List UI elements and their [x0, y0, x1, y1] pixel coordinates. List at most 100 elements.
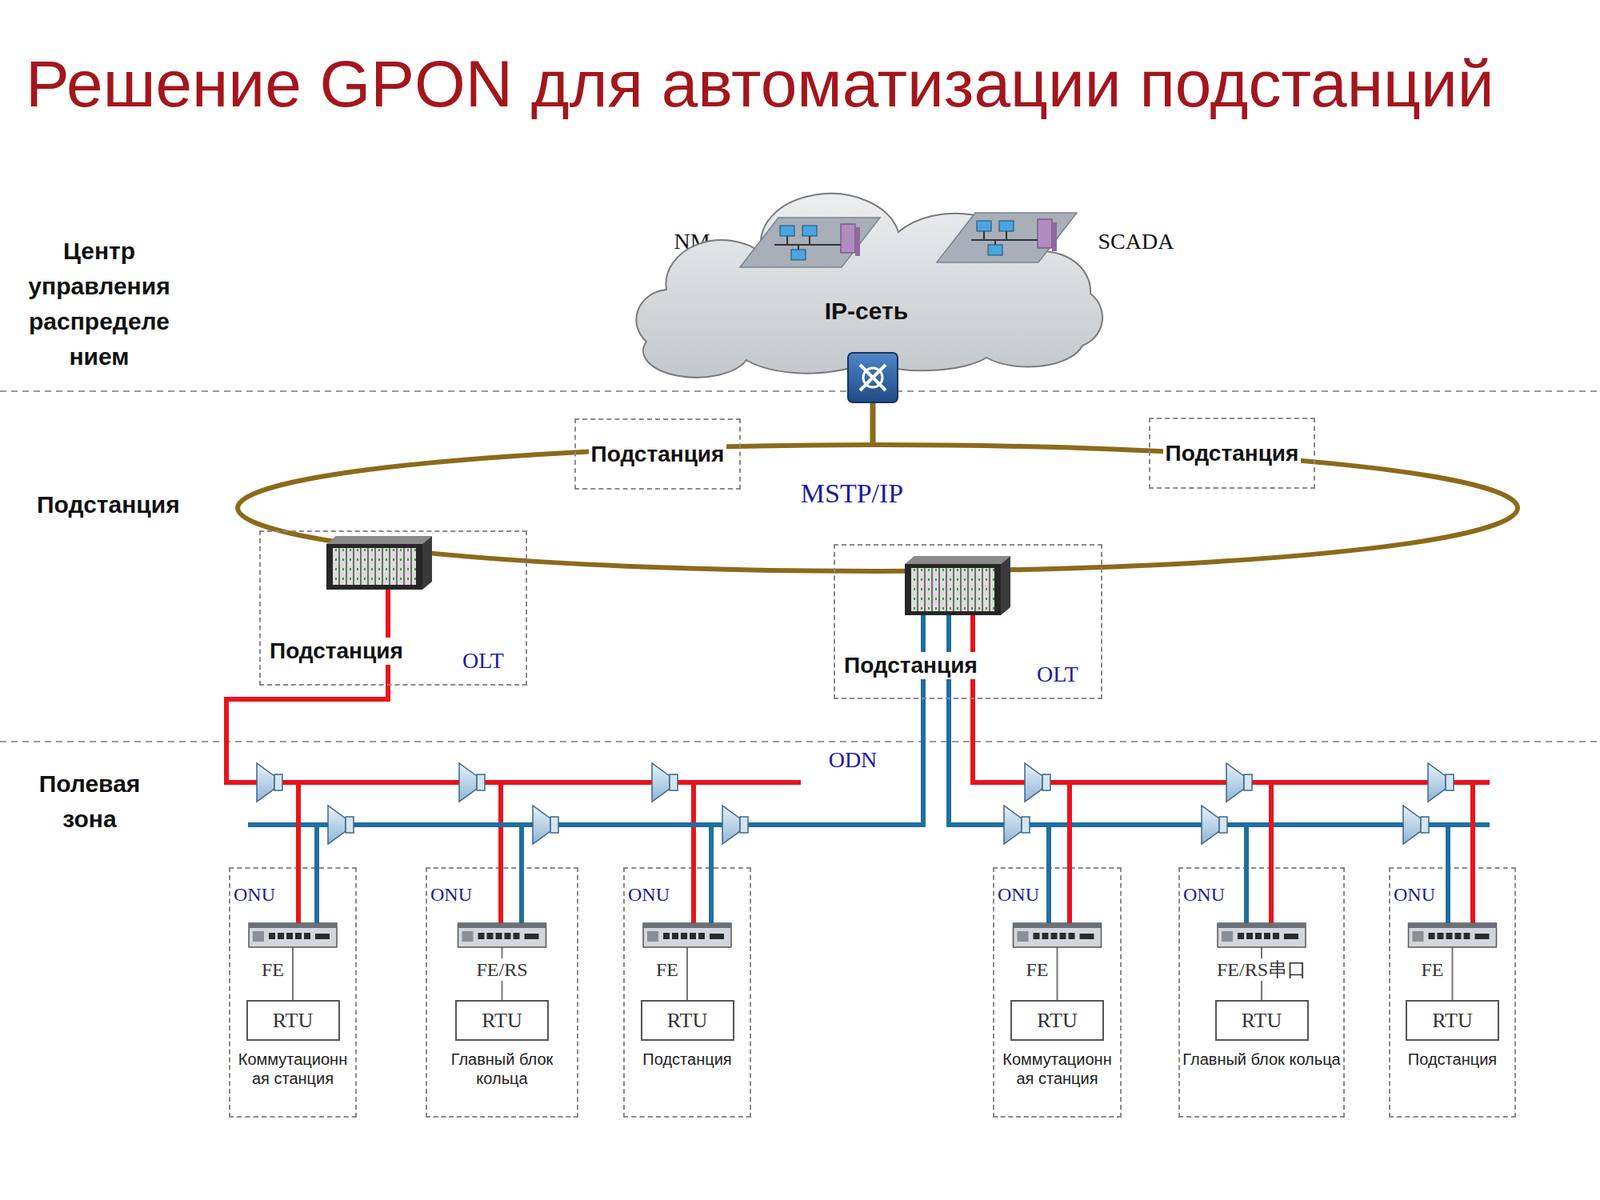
- onu-strip: [1013, 923, 1102, 928]
- onu-port: [304, 932, 311, 940]
- splitter-cone: [328, 805, 346, 844]
- interface-label: FE/RS: [473, 958, 530, 981]
- onu-label: ONU: [233, 883, 276, 906]
- text-slot: FE: [259, 958, 287, 981]
- substation-label: Подстанция: [588, 440, 728, 468]
- platform: [936, 212, 1077, 263]
- splitter-symbol: [652, 763, 678, 802]
- monitor: [999, 220, 1014, 232]
- scada-workstations: [936, 212, 1077, 263]
- text-slot: Подстанция: [626, 1049, 748, 1069]
- splitter-symbol: [1201, 805, 1228, 844]
- olt-top: [326, 536, 432, 544]
- onu-device: [1408, 923, 1497, 948]
- olt-front: [904, 564, 1001, 616]
- fiber-connector: [316, 699, 924, 868]
- onu-port: [680, 932, 688, 940]
- splitter-cone: [1004, 805, 1022, 844]
- text-slot: Подстанция: [841, 652, 980, 680]
- onu-strip: [1408, 923, 1497, 928]
- monitor: [976, 220, 992, 232]
- rtu-label: RTU: [667, 1008, 708, 1033]
- router-symbol: [848, 352, 898, 403]
- ring-uplink: [870, 400, 876, 445]
- substation-label: Подстанция: [1163, 440, 1302, 468]
- fiber-drop: [708, 867, 714, 924]
- splitter-symbol: [1428, 763, 1454, 802]
- splitter-cone: [722, 805, 740, 844]
- onu-strip: [458, 923, 547, 928]
- server-side: [855, 227, 860, 256]
- lan-line: [983, 231, 985, 240]
- onu-port: [478, 932, 485, 940]
- splitter-symbol: [328, 805, 354, 844]
- onu-site-box: ONUFEКоммутационн ая станцияRTU: [992, 867, 1122, 1118]
- olt-top: [904, 556, 1011, 564]
- text-slot: Подстанция: [588, 440, 728, 468]
- substation-label: Подстанция: [267, 637, 406, 665]
- onu-strip: [643, 923, 732, 928]
- olt-slots: [332, 548, 416, 585]
- rtu-label: RTU: [1432, 1008, 1472, 1033]
- onu-label: ONU: [628, 883, 670, 906]
- text-slot: ONU: [430, 883, 472, 906]
- onu-ear: [1017, 931, 1029, 942]
- splitter-symbol: [1004, 805, 1030, 844]
- lan-line: [994, 240, 996, 245]
- text-slot: Главный блок кольца: [428, 1049, 576, 1088]
- splitter-body: [1420, 816, 1429, 833]
- splitter-body: [1445, 774, 1454, 791]
- onu-label: ONU: [1183, 883, 1225, 906]
- onu-port: [689, 932, 696, 940]
- olt-side: [422, 536, 432, 590]
- olt-label: OLT: [462, 648, 504, 674]
- text-slot: Коммутационн ая станция: [996, 1049, 1119, 1088]
- interface-label: FE: [1418, 958, 1446, 981]
- site-caption: Подстанция: [626, 1049, 748, 1069]
- onu-site-box: ONUFE/RS串口Главный блок кольцаRTU: [1178, 867, 1345, 1118]
- fiber-connector: [521, 699, 924, 868]
- onu-port: [672, 932, 679, 940]
- text-slot: Подстанция: [267, 637, 406, 665]
- onu-port: [1068, 932, 1076, 940]
- ip-network-cloud: IP-сеть: [610, 209, 1123, 368]
- onu-device: [248, 923, 337, 948]
- ethernet-line: [686, 947, 688, 1000]
- onu-port: [1475, 933, 1490, 940]
- splitter-body: [1219, 816, 1228, 833]
- text-slot: FE: [1418, 958, 1446, 981]
- cloud-label: IP-сеть: [824, 297, 908, 325]
- fiber-drop: [296, 867, 301, 924]
- fiber-drop: [691, 867, 696, 924]
- olt-substation-box: Подстанция OLT: [259, 530, 528, 686]
- onu-port: [1255, 932, 1262, 940]
- zone-label: Полевая зона: [21, 766, 158, 837]
- text-slot: MSTP/IP: [800, 478, 904, 509]
- onu-port: [1446, 932, 1453, 940]
- fiber-drop: [1470, 867, 1476, 924]
- splitter-body: [345, 816, 354, 833]
- lan-line: [971, 239, 1048, 241]
- text-slot: Подстанция: [36, 488, 180, 521]
- site-caption: Коммутационн ая станция: [232, 1049, 354, 1088]
- platform: [740, 217, 880, 268]
- onu-port: [1051, 932, 1058, 940]
- onu-port: [1272, 932, 1280, 940]
- zone-separator: [0, 740, 1600, 743]
- splitter-body: [740, 816, 748, 833]
- text-slot: Коммутационн ая станция: [232, 1049, 354, 1088]
- splitter-body: [1244, 774, 1252, 791]
- onu-port: [487, 932, 494, 940]
- onu-port: [698, 932, 705, 940]
- rtu-box: RTU: [1405, 1000, 1500, 1041]
- onu-port: [1284, 933, 1299, 940]
- server-tower: [840, 224, 856, 253]
- lan-line: [774, 244, 851, 246]
- onu-site-box: ONUFEКоммутационн ая станцияRTU: [228, 867, 357, 1118]
- substation-box: Подстанция: [1148, 417, 1316, 489]
- fiber-drop: [314, 867, 320, 924]
- text-slot: Подстанция: [1163, 440, 1302, 468]
- fiber-connector: [711, 699, 924, 868]
- onu-port: [1033, 932, 1040, 940]
